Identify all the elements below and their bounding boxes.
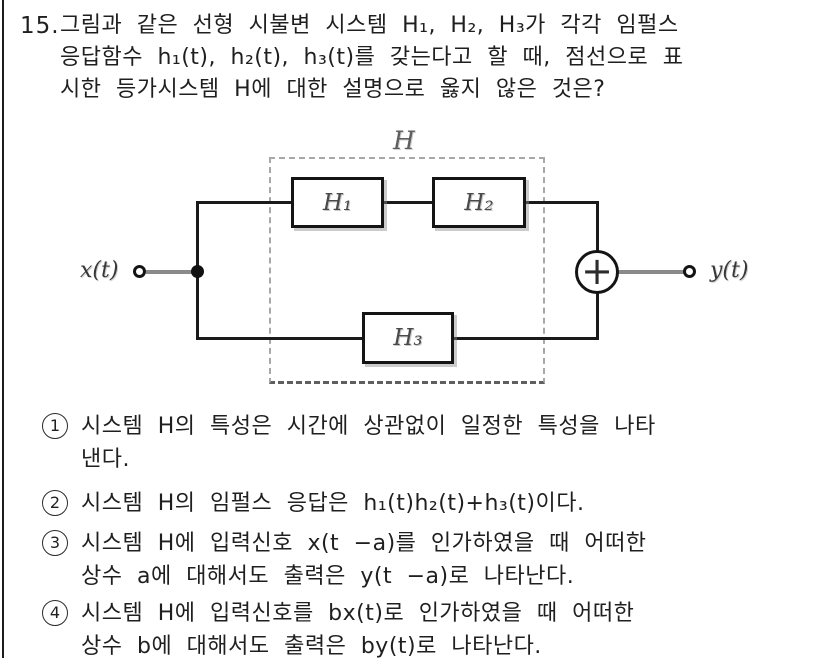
choice-2-marker: 2 xyxy=(42,490,68,516)
output-terminal-icon xyxy=(683,265,696,278)
block-h1-label: H₁ xyxy=(322,189,353,216)
summing-junction: + xyxy=(575,250,619,294)
choice-3-marker: 3 xyxy=(42,530,68,556)
choice-4-line-2: 상수 b에 대해서도 출력은 by(t)로 나타난다. xyxy=(81,634,542,658)
choice-3-text: 시스템 H에 입력신호 x(t −a)를 인가하였을 때 어떠한 상수 a에 대… xyxy=(81,527,796,593)
branch-node-icon xyxy=(191,265,204,278)
choice-3-line-1: 시스템 H에 입력신호 x(t −a)를 인가하였을 때 어떠한 xyxy=(81,531,647,556)
wire-output-stub xyxy=(618,270,686,274)
question-line-1: 그림과 같은 선형 시불변 시스템 H₁, H₂, H₃가 각각 임펄스 xyxy=(60,13,679,38)
block-h2: H₂ xyxy=(432,177,526,228)
choice-4-line-1: 시스템 H에 입력신호를 bx(t)로 인가하였을 때 어떠한 xyxy=(81,601,635,626)
answer-choice-3: 3 시스템 H에 입력신호 x(t −a)를 인가하였을 때 어떠한 상수 a에… xyxy=(42,527,796,593)
block-h3: H₃ xyxy=(362,312,454,364)
block-h3-label: H₃ xyxy=(393,325,423,351)
wire-input-stub xyxy=(146,270,198,274)
choice-4-marker: 4 xyxy=(42,600,68,626)
block-h2-label: H₂ xyxy=(464,189,494,216)
input-signal-label: x(t) xyxy=(80,258,119,283)
equivalent-system-label: H xyxy=(393,126,415,155)
question-text: 그림과 같은 선형 시불변 시스템 H₁, H₂, H₃가 각각 임펄스 응답함… xyxy=(60,10,808,106)
choice-1-text: 시스템 H의 특성은 시간에 상관없이 일정한 특성을 나타 낸다. xyxy=(81,410,796,476)
choice-1-line-1: 시스템 H의 특성은 시간에 상관없이 일정한 특성을 나타 xyxy=(81,414,656,439)
wire-top-branch xyxy=(197,201,598,204)
choice-2-line-1: 시스템 H의 임펄스 응답은 h₁(t)h₂(t)+h₃(t)이다. xyxy=(81,491,585,516)
choice-2-text: 시스템 H의 임펄스 응답은 h₁(t)h₂(t)+h₃(t)이다. xyxy=(81,487,796,520)
question-number: 15. xyxy=(20,13,60,39)
page-left-border xyxy=(2,0,4,658)
choice-4-text: 시스템 H에 입력신호를 bx(t)로 인가하였을 때 어떠한 상수 b에 대해… xyxy=(81,597,796,658)
choice-3-line-2: 상수 a에 대해서도 출력은 y(t −a)로 나타난다. xyxy=(81,564,575,589)
plus-icon: + xyxy=(581,249,613,293)
input-terminal-icon xyxy=(133,265,146,278)
question-line-3: 시한 등가시스템 H에 대한 설명으로 옳지 않은 것은? xyxy=(60,77,606,102)
block-h1: H₁ xyxy=(291,177,384,228)
answer-choice-1: 1 시스템 H의 특성은 시간에 상관없이 일정한 특성을 나타 낸다. xyxy=(42,410,796,476)
equivalent-system-dashed-boundary xyxy=(269,157,545,384)
answer-choice-2: 2 시스템 H의 임펄스 응답은 h₁(t)h₂(t)+h₃(t)이다. xyxy=(42,487,796,520)
choice-1-line-2: 낸다. xyxy=(81,447,130,472)
question-line-2: 응답함수 h₁(t), h₂(t), h₃(t)를 갖는다고 할 때, 점선으로… xyxy=(60,45,684,70)
answer-choice-4: 4 시스템 H에 입력신호를 bx(t)로 인가하였을 때 어떠한 상수 b에 … xyxy=(42,597,796,658)
output-signal-label: y(t) xyxy=(710,258,749,283)
choice-1-marker: 1 xyxy=(42,413,68,439)
